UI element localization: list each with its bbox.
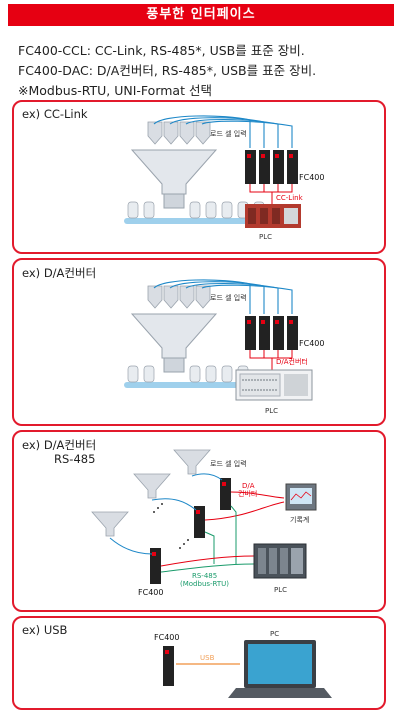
rs485-bus [160, 505, 255, 573]
panel-dac: ex) D/A컨버터 로드 셀 입력 FC [12, 258, 386, 426]
fc400-units-icon [245, 150, 298, 184]
da-lines [204, 491, 285, 521]
rs485-diagram: 로드 셀 입력 D/A 컨버터 기록계 [91, 449, 317, 597]
dac-diagram: 로드 셀 입력 FC400 D/A컨버터 PLC [124, 279, 324, 415]
hopper-icon [130, 313, 218, 359]
bus-label: D/A컨버터 [276, 357, 308, 366]
plc-label: PLC [259, 233, 272, 241]
fc400-units-icon [150, 478, 231, 584]
plc-icon [235, 369, 313, 401]
panel-cclink: ex) CC-Link 로드 셀 입력 [12, 100, 386, 254]
panel-title: ex) D/A컨버터 [22, 438, 97, 452]
panel-title: ex) D/A컨버터 [22, 266, 97, 280]
plc-link [160, 555, 255, 567]
panel-subtitle: RS-485 [54, 452, 96, 466]
description-line-1: FC400-CCL: CC-Link, RS-485*, USB를 표준 장비. [18, 43, 305, 58]
loadcell-label: 로드 셀 입력 [210, 294, 247, 302]
panel-title: ex) USB [22, 623, 68, 637]
cclink-diagram: 로드 셀 입력 FC400 CC-Link PLC [124, 115, 324, 241]
loadcell-label: 로드 셀 입력 [210, 130, 247, 138]
section-header: 풍부한 인터페이스 [8, 4, 394, 26]
da-label-1: D/A [242, 482, 255, 490]
pc-label: PC [270, 630, 279, 638]
recorder-icon [285, 483, 317, 511]
bus-label: CC-Link [276, 194, 304, 202]
cclink-bus [249, 184, 293, 204]
fc400-unit-icon [163, 646, 174, 686]
panel-rs485: ex) D/A컨버터 RS-485 로드 셀 입력 [12, 430, 386, 612]
device-label: FC400 [299, 173, 324, 182]
device-label: FC400 [138, 588, 163, 597]
plc-icon [245, 204, 301, 228]
panel-usb: ex) USB FC400 USB PC [12, 616, 386, 710]
plc-label: PLC [274, 586, 287, 594]
feeder-bags-icon [147, 285, 211, 309]
loadcell-wires [153, 279, 293, 314]
device-label: FC400 [299, 339, 324, 348]
plc-label: PLC [265, 407, 278, 415]
plc-icon [253, 543, 307, 579]
fc400-units-icon [245, 316, 298, 350]
bus-label-2: (Modbus-RTU) [180, 580, 229, 588]
hopper-icons [91, 449, 211, 537]
loadcell-wires [153, 115, 293, 148]
loadcell-wires [109, 473, 223, 555]
usb-diagram: FC400 USB PC [154, 630, 332, 698]
description-line-3: ※Modbus-RTU, UNI-Format 선택 [18, 83, 212, 98]
bus-label-1: RS-485 [192, 572, 217, 580]
panel-title: ex) CC-Link [22, 107, 88, 121]
usb-label: USB [200, 654, 215, 662]
loadcell-label: 로드 셀 입력 [210, 460, 247, 468]
hopper-icon [130, 149, 218, 195]
description-line-2: FC400-DAC: D/A컨버터, RS-485*, USB를 표준 장비. [18, 63, 317, 78]
feeder-bags-icon [147, 121, 211, 145]
recorder-label: 기록계 [290, 515, 309, 524]
dac-bus [249, 350, 293, 370]
ellipsis-dots [153, 503, 189, 549]
device-label: FC400 [154, 633, 179, 642]
da-label-2: 컨버터 [238, 489, 257, 498]
laptop-icon [228, 640, 332, 698]
